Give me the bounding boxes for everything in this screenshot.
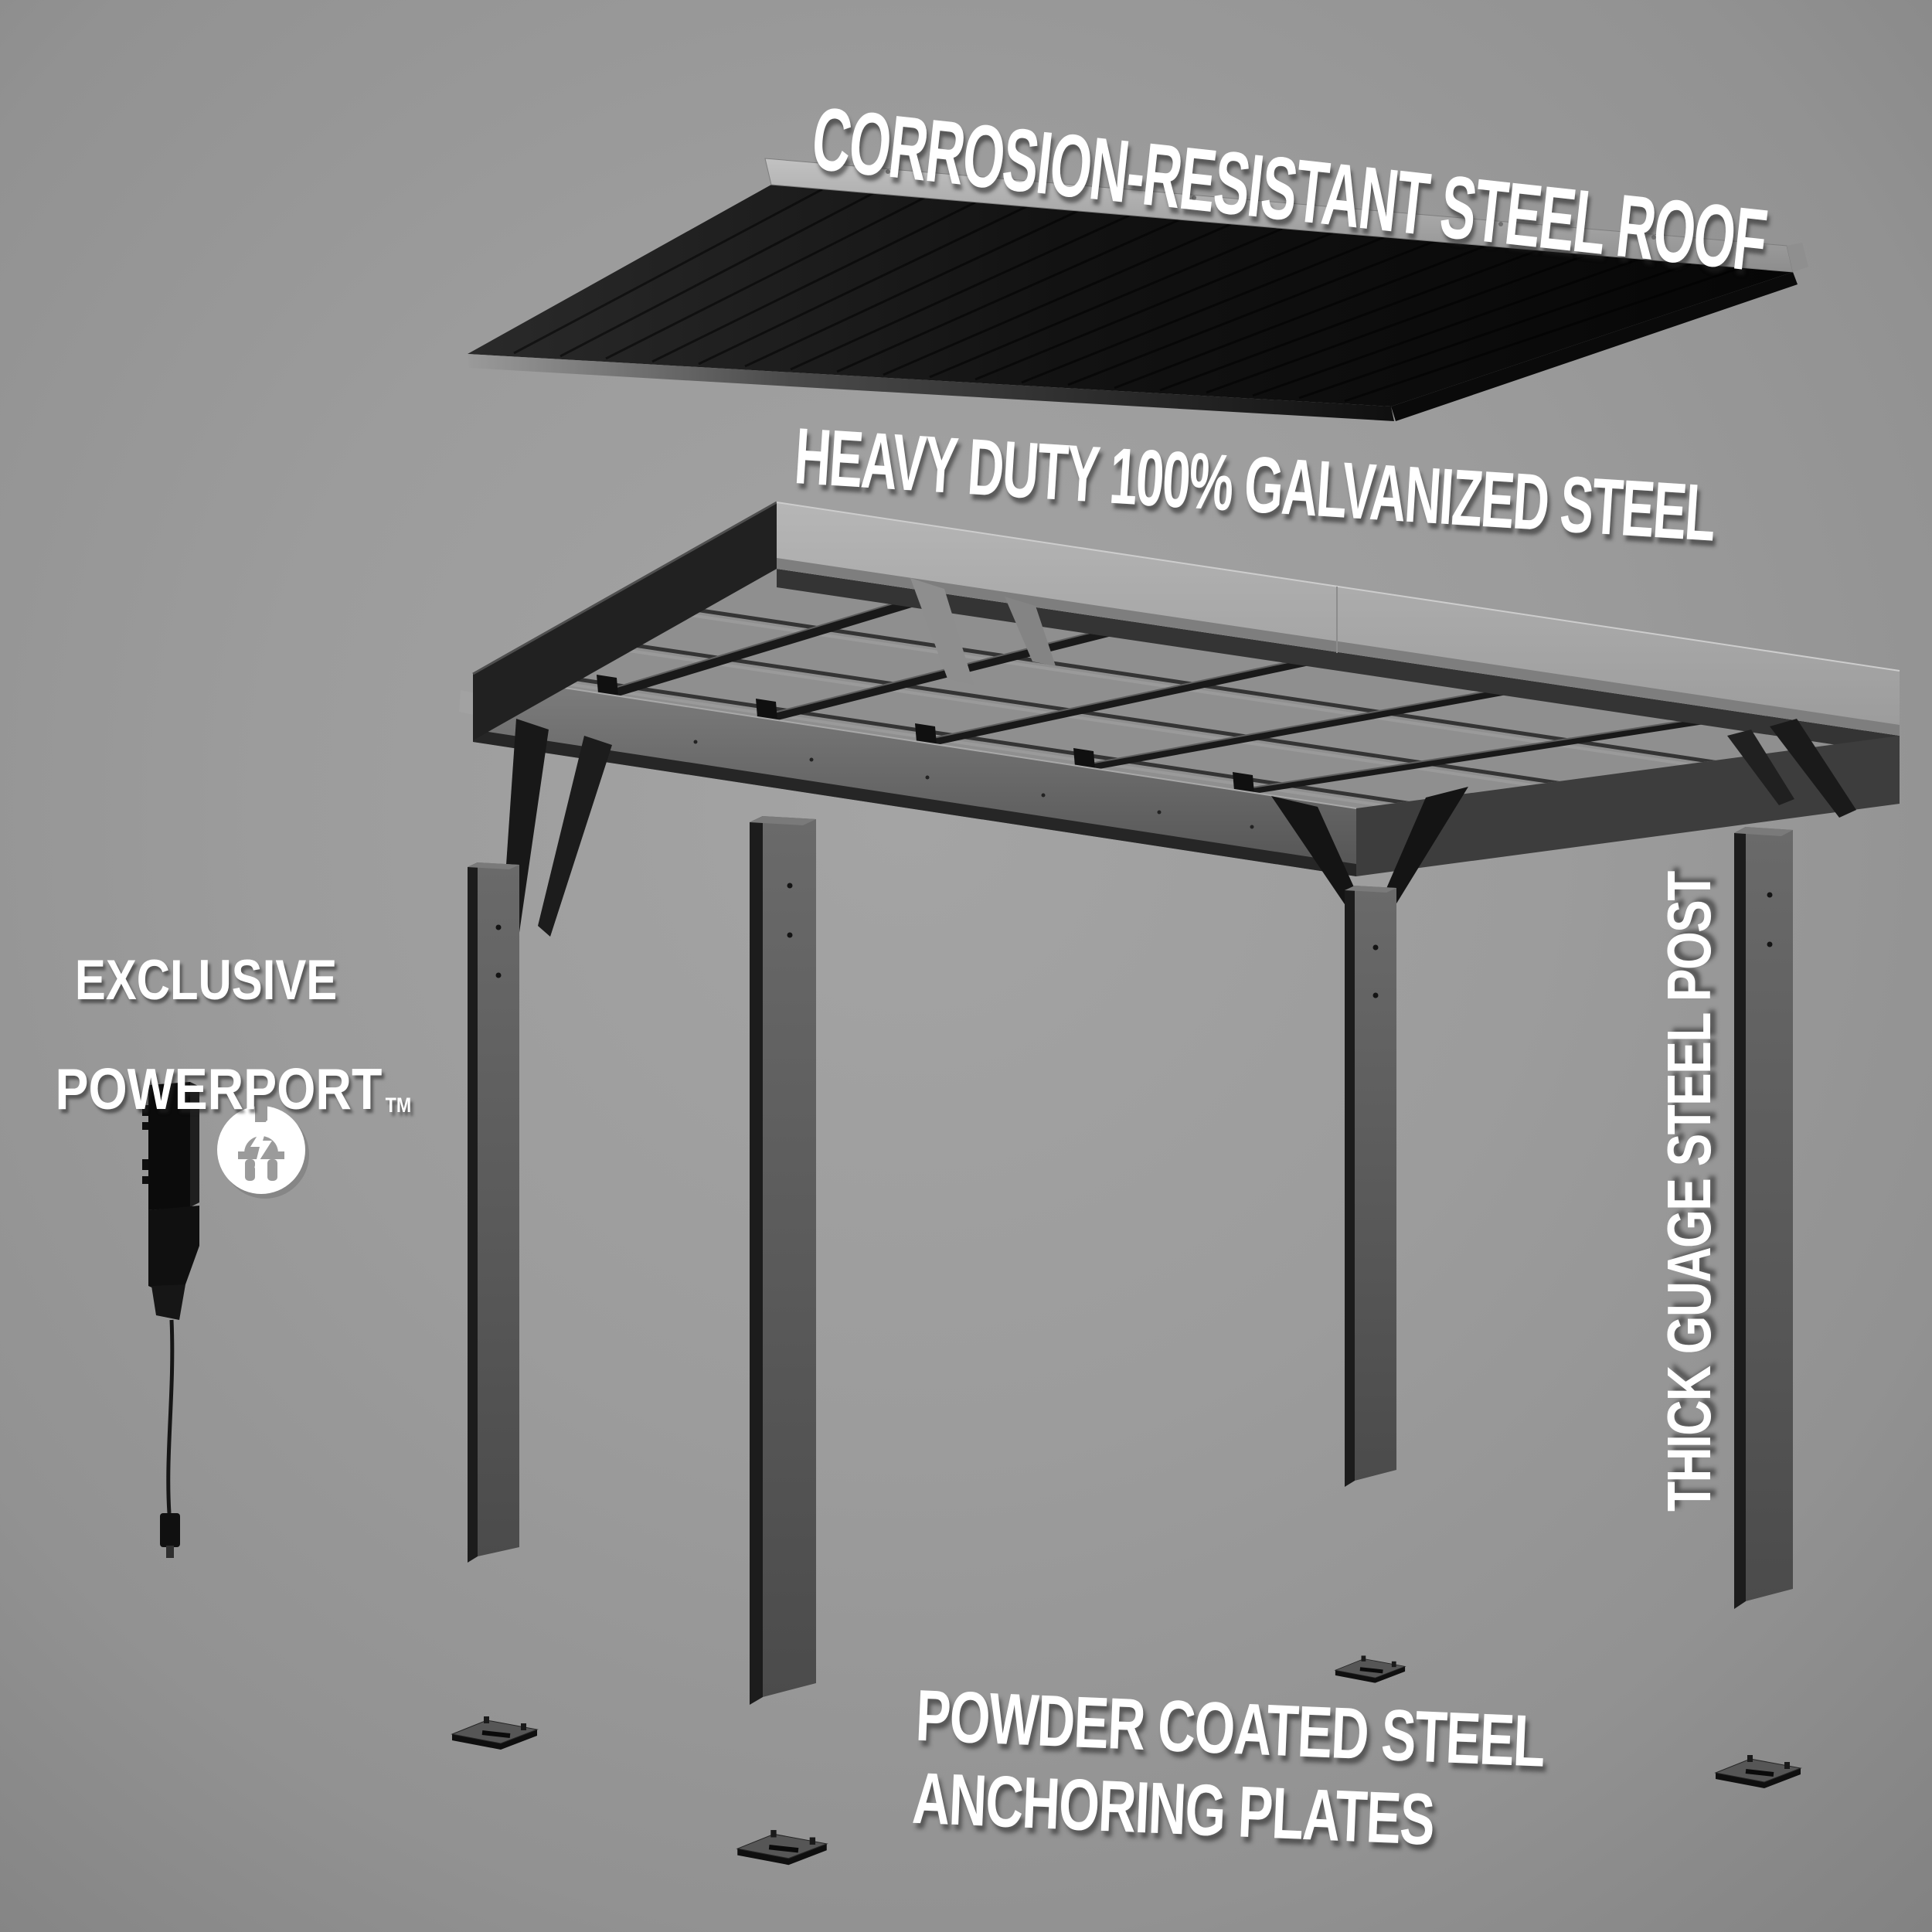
powerport-label-line1: EXCLUSIVE — [74, 949, 338, 1012]
post-front-right — [1734, 827, 1793, 1609]
roof-front-edge — [468, 354, 1394, 421]
trademark-symbol: TM — [385, 1094, 412, 1117]
roof-rib-lines — [513, 188, 1743, 403]
frame-fascia — [776, 502, 1900, 736]
frame-left-beam — [472, 501, 777, 740]
purlin-end-caps — [597, 675, 1254, 794]
steel-roof-panel — [468, 158, 1808, 421]
power-plug-icon — [217, 1104, 309, 1199]
roof-right-edge — [1391, 272, 1798, 421]
galvanized-steel-frame — [459, 501, 1900, 975]
powerport-device — [142, 1082, 199, 1558]
roof-underside — [468, 185, 1793, 406]
post-back-left — [468, 862, 519, 1563]
anchor-plate — [451, 1716, 539, 1750]
anchor-plate — [736, 1830, 828, 1866]
under-fascia-channel — [777, 569, 1900, 754]
anchor-plate — [1334, 1655, 1406, 1683]
powerport-wordmark: POWERPORT — [55, 1056, 383, 1121]
frame-purlins — [596, 590, 1764, 794]
post-label: THICK GUAGE STEEL POST — [1655, 872, 1723, 1512]
lightning-bolt-icon — [250, 1121, 272, 1168]
frame-front-beam — [472, 673, 1357, 876]
anchor-plate — [1714, 1755, 1802, 1788]
anchor-plates-label: POWDER COATED STEEL ANCHORING PLATES — [911, 1674, 1546, 1860]
roof-ridge-cap-end — [1787, 243, 1808, 272]
post-back-right — [1345, 886, 1396, 1487]
post-front-left — [750, 816, 816, 1705]
power-cord — [166, 1319, 175, 1514]
roof-cap-screws — [886, 169, 1656, 240]
